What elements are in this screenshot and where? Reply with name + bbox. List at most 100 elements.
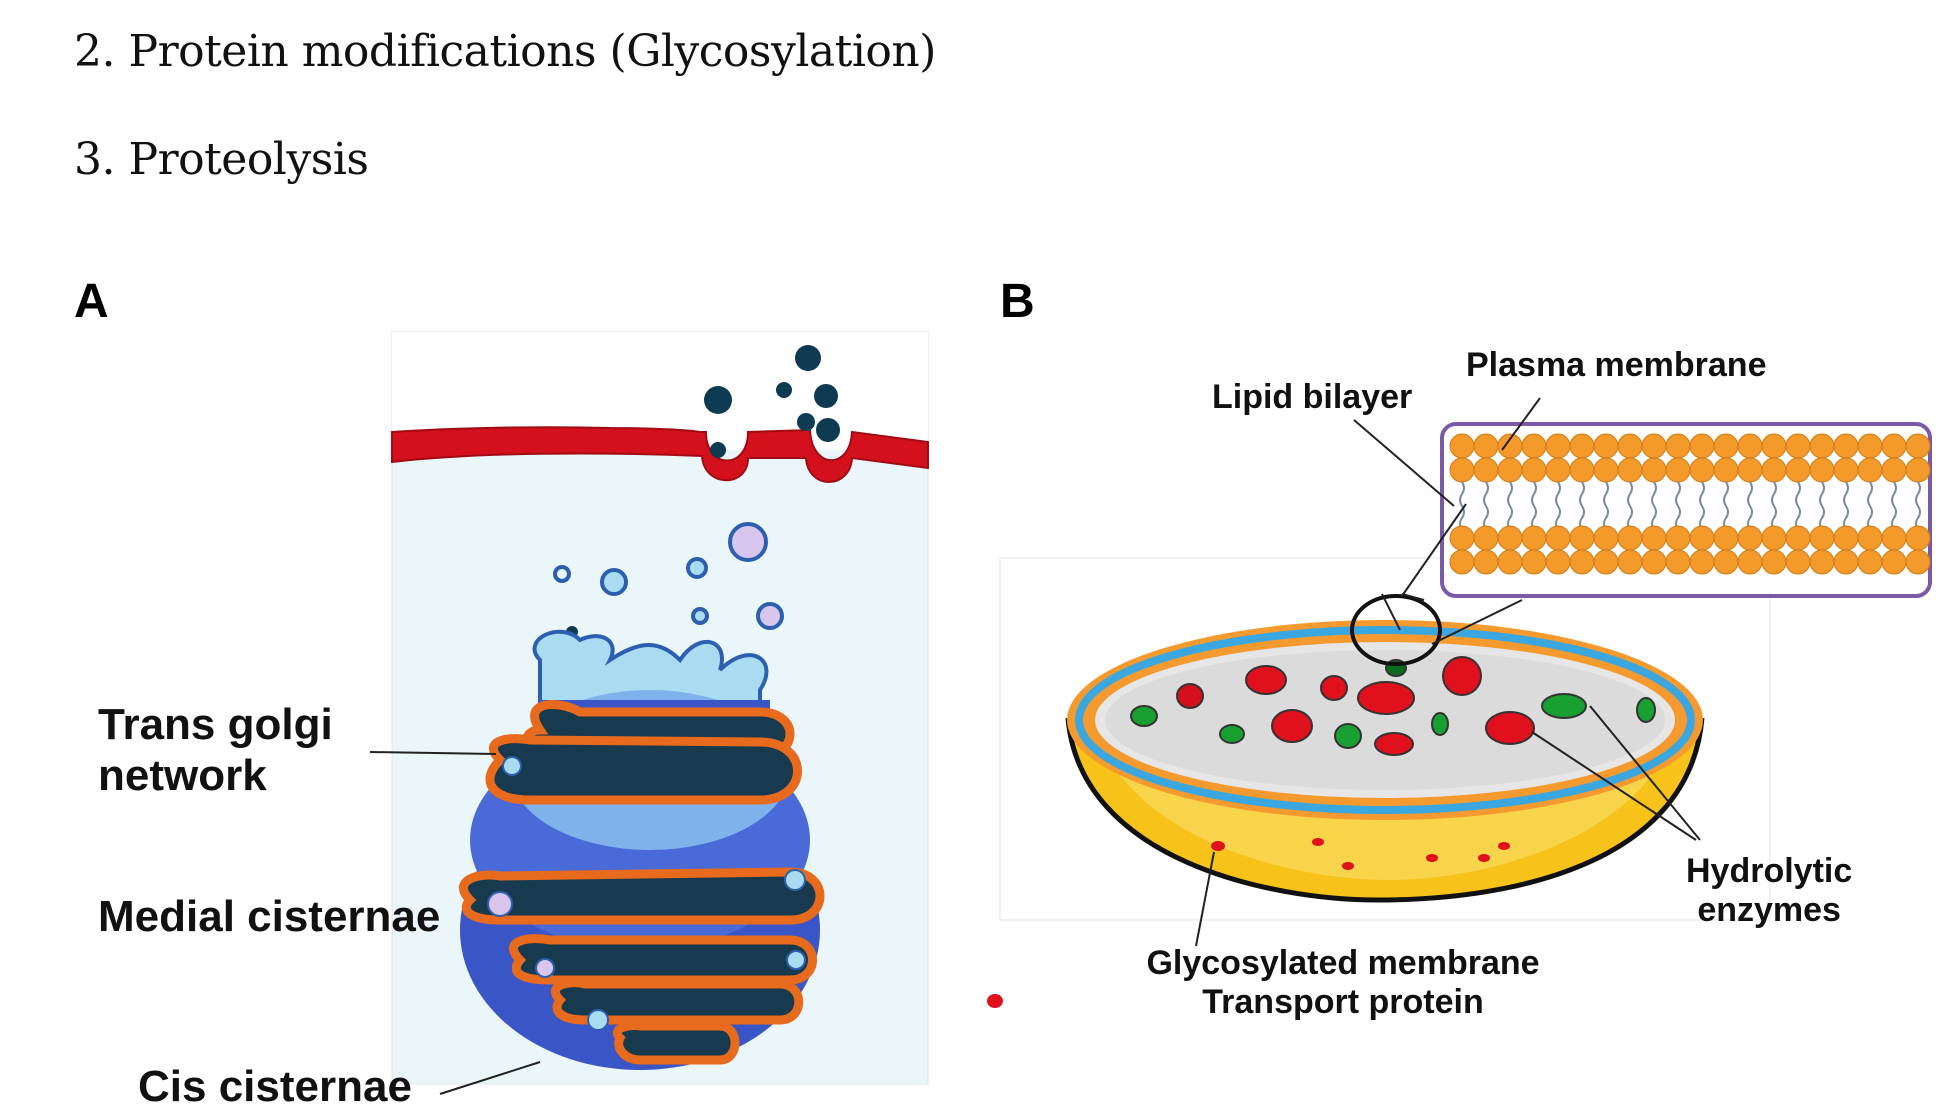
label-trans-golgi-network: Trans golgi network (98, 700, 333, 801)
phospholipid-head (1617, 549, 1643, 575)
phospholipid-head (1449, 433, 1475, 459)
phospholipid-head (1449, 457, 1475, 483)
golgi-leader-lines (369, 751, 541, 1095)
phospholipid-head (1881, 457, 1907, 483)
phospholipid-head (1737, 433, 1763, 459)
phospholipid-head (1881, 549, 1907, 575)
phospholipid-head (1641, 525, 1667, 551)
phospholipid-head (1905, 549, 1931, 575)
phospholipid-tail (1723, 481, 1729, 529)
phospholipid-head (1665, 549, 1691, 575)
phospholipid-head (1545, 433, 1571, 459)
phospholipid-head (1809, 457, 1835, 483)
phospholipid-head (1665, 433, 1691, 459)
phospholipid-head (1617, 525, 1643, 551)
phospholipid-head (1545, 549, 1571, 575)
phospholipid-head (1593, 457, 1619, 483)
label-glycosylated-membrane-transport-protein: Glycosylated membrane Transport protein (1098, 944, 1588, 1022)
phospholipid-tail (1819, 481, 1825, 529)
phospholipid-head (1497, 525, 1523, 551)
label-glyco-line2: Transport protein (1202, 983, 1484, 1022)
transport-vesicles (553, 522, 784, 638)
phospholipid-head (1449, 525, 1475, 551)
phospholipid-tail (1483, 481, 1489, 529)
lysosome-body (1065, 594, 1705, 903)
phospholipid-head (1713, 433, 1739, 459)
phospholipid-head (1857, 433, 1883, 459)
phospholipid-tail (1459, 481, 1465, 529)
phospholipid-tail (1627, 481, 1633, 529)
phospholipid-head (1689, 433, 1715, 459)
hydrolytic-enzyme-particles (1130, 656, 1656, 756)
phospholipid-head (1689, 457, 1715, 483)
phospholipid-head (1665, 525, 1691, 551)
label-hydrolytic-enzymes: Hydrolytic enzymes (1686, 852, 1852, 930)
phospholipid-head (1497, 457, 1523, 483)
label-hydrolytic-line2: enzymes (1697, 891, 1841, 930)
phospholipid-head (1761, 433, 1787, 459)
lysosome-leader-lines (1195, 397, 1701, 947)
phospholipid-head (1593, 433, 1619, 459)
label-glyco-line1: Glycosylated membrane (1146, 944, 1540, 982)
phospholipid-tail (1675, 481, 1681, 529)
phospholipid-head (1905, 525, 1931, 551)
phospholipid-head (1689, 525, 1715, 551)
stray-red-mark (987, 994, 1003, 1008)
phospholipid-tail (1771, 481, 1777, 529)
golgi-stack (459, 629, 825, 1070)
phospholipid-head (1785, 433, 1811, 459)
phospholipid-head (1833, 457, 1859, 483)
phospholipid-head (1809, 525, 1835, 551)
panel-b-letter: B (1000, 275, 1035, 328)
phospholipid-head (1521, 525, 1547, 551)
phospholipid-head (1641, 457, 1667, 483)
phospholipid-tail (1843, 481, 1849, 529)
label-hydrolytic-line1: Hydrolytic (1686, 852, 1853, 890)
phospholipid-head (1857, 457, 1883, 483)
phospholipid-head (1617, 457, 1643, 483)
phospholipid-head (1641, 433, 1667, 459)
phospholipid-head (1881, 433, 1907, 459)
phospholipid-tail (1699, 481, 1705, 529)
cell-plasma-membrane (391, 426, 929, 483)
phospholipid-tail (1555, 481, 1561, 529)
phospholipid-tail (1915, 481, 1921, 529)
phospholipid-head (1761, 549, 1787, 575)
phospholipid-head (1665, 457, 1691, 483)
label-lipid-bilayer: Lipid bilayer (1212, 378, 1413, 416)
magnifier-circle (1350, 594, 1442, 666)
phospholipid-tail (1651, 481, 1657, 529)
membrane-transport-proteins (1211, 838, 1510, 870)
phospholipid-head (1593, 549, 1619, 575)
phospholipid-head (1833, 525, 1859, 551)
phospholipid-head (1521, 433, 1547, 459)
phospholipid-head (1473, 525, 1499, 551)
phospholipid-head (1809, 549, 1835, 575)
phospholipid-head (1785, 525, 1811, 551)
phospholipid-head (1905, 457, 1931, 483)
label-trans-golgi-line2: network (98, 750, 267, 800)
phospholipid-head (1713, 549, 1739, 575)
phospholipid-head (1713, 457, 1739, 483)
phospholipid-head (1449, 549, 1475, 575)
phospholipid-head (1761, 457, 1787, 483)
phospholipid-tail (1603, 481, 1609, 529)
panel-a-letter: A (74, 275, 109, 328)
phospholipid-head (1881, 525, 1907, 551)
phospholipid-head (1521, 549, 1547, 575)
label-medial-cisternae: Medial cisternae (98, 892, 441, 941)
phospholipid-head (1809, 433, 1835, 459)
phospholipid-head (1737, 457, 1763, 483)
golgi-cell-panel (369, 331, 929, 1095)
phospholipid-tail (1891, 481, 1897, 529)
phospholipid-tail (1747, 481, 1753, 529)
phospholipid-head (1785, 549, 1811, 575)
phospholipid-head (1833, 433, 1859, 459)
secretory-vesicles (704, 345, 840, 458)
phospholipid-head (1545, 525, 1571, 551)
phospholipid-tail (1507, 481, 1513, 529)
list-item-glycosylation: 2. Protein modifications (Glycosylation) (74, 26, 936, 77)
phospholipid-tail (1531, 481, 1537, 529)
list-item-proteolysis: 3. Proteolysis (74, 134, 369, 185)
